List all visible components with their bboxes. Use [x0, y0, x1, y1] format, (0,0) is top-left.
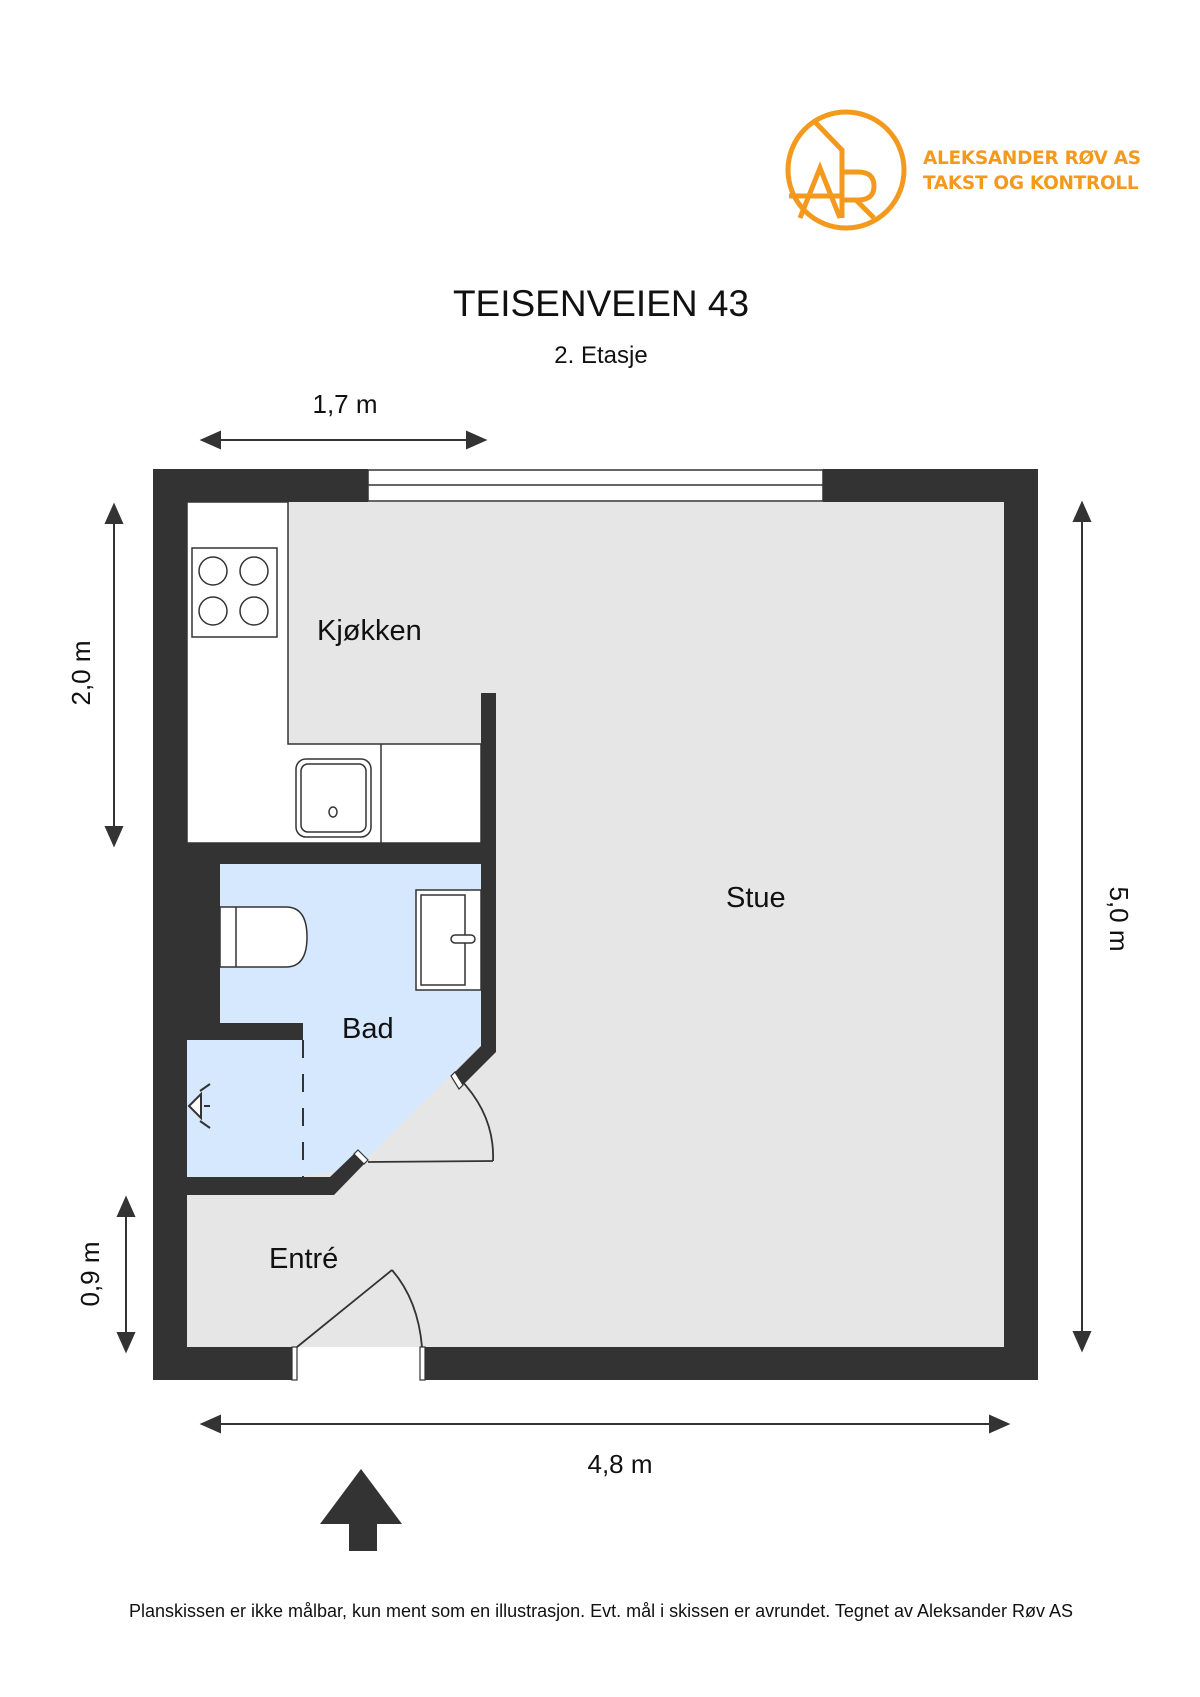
company-logo: ALEKSANDER RØV AS TAKST OG KONTROLL [785, 109, 1141, 231]
room-label-entry: Entré [269, 1243, 338, 1275]
kitchen-sink-icon [295, 758, 372, 838]
dimension-left-lower-label: 0,9 m [75, 1241, 105, 1306]
room-label-bath: Bad [342, 1013, 394, 1045]
walls [153, 469, 1038, 1380]
room-label-living: Stue [726, 882, 786, 914]
toilet-icon [219, 906, 308, 968]
shower-head-icon [187, 1083, 211, 1129]
logo-company-name: ALEKSANDER RØV AS [923, 148, 1141, 169]
dimension-right-label: 5,0 m [1104, 886, 1134, 951]
room-label-kitchen: Kjøkken [317, 615, 422, 647]
entrance-door[interactable] [296, 1269, 423, 1348]
dimension-left-upper-label: 2,0 m [66, 640, 96, 705]
bathroom-door[interactable] [367, 1077, 494, 1163]
footer-disclaimer: Planskissen er ikke målbar, kun ment som… [129, 1601, 1073, 1621]
bathroom-sink-icon [415, 889, 482, 991]
floor-subtitle: 2. Etasje [554, 342, 647, 369]
dimension-top-label: 1,7 m [312, 389, 377, 419]
entrance-arrow-icon [320, 1469, 402, 1551]
window [367, 469, 824, 502]
dimension-bottom-label: 4,8 m [587, 1449, 652, 1479]
dimension-lines [104, 430, 1092, 1434]
logo-monogram-icon [785, 109, 907, 231]
logo-tagline: TAKST OG KONTROLL [923, 173, 1139, 194]
stove-icon [191, 547, 278, 638]
page-title: TEISENVEIEN 43 [453, 283, 749, 324]
